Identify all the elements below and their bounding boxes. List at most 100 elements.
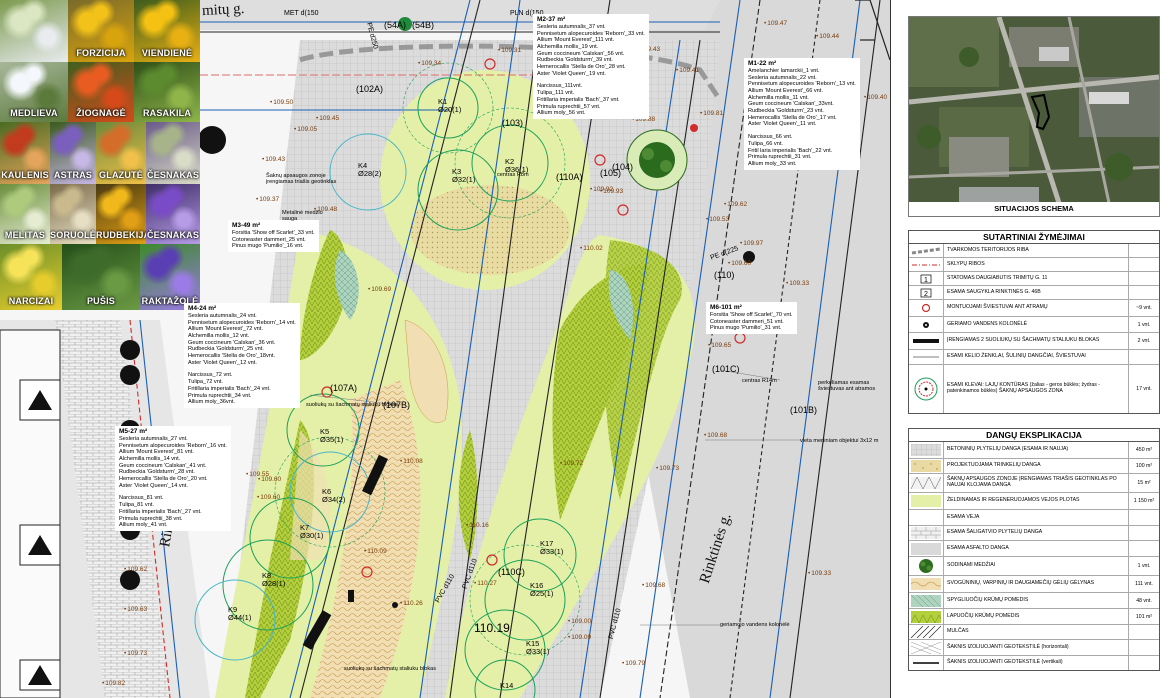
elevation-mark: 109.82 xyxy=(102,680,125,687)
plan-code-label: (107A) xyxy=(330,383,358,393)
plan-code-label: (54A) xyxy=(384,20,407,30)
note-line: Aster 'Violet Queen'_19 vnt. xyxy=(537,70,606,77)
note-line: Aster 'Violet Queen'_11 vnt. xyxy=(748,121,817,128)
note-line: Allium moly_41 vnt. xyxy=(119,522,168,529)
plant-photo-label: PUŠIS xyxy=(86,296,115,306)
plant-photo-tile: RAKTAŽOLĖ xyxy=(140,244,200,310)
legend-row: SODINAMI MEDŽIAI 1 vnt. xyxy=(909,557,1159,576)
brick-icon xyxy=(909,526,944,540)
legend-quantity: 1 vnt. xyxy=(1128,557,1159,575)
svg-text:1: 1 xyxy=(924,277,928,284)
elevation-mark: 110.02 xyxy=(580,245,602,252)
plant-photo-tile: ČESNAKAS xyxy=(146,184,200,244)
elevation-mark: 110.16 xyxy=(466,522,488,529)
tree-id: K3 xyxy=(452,167,462,176)
legend-row: ŽELDINAMAS IR REGENERUOJAMOS VEJOS PLOTA… xyxy=(909,493,1159,510)
note-line: Geum coccineum 'Calskan'_41 vnt. xyxy=(119,462,207,469)
tree-id: K14 xyxy=(500,681,514,690)
plan-code-label: (54B) xyxy=(412,20,435,30)
legend-text: STATOMAS DAUGIABUTIS TRIMITŲ G. 11 xyxy=(947,274,1048,281)
tree-diameter: Ø28(1) xyxy=(262,578,286,588)
elevation-mark: 109.68 xyxy=(704,432,727,439)
plant-photo-label: MEDLIEVA xyxy=(10,108,58,118)
dims xyxy=(309,369,800,626)
legend-quantity: 101 m² xyxy=(1128,609,1159,624)
bench-bar-icon xyxy=(909,333,944,349)
elevation-mark: 109.65 xyxy=(708,342,731,349)
tree-diameter: Ø20(1) xyxy=(438,104,462,114)
legend-text: ESAMI KELIO ŽENKLAI, ŠULINIŲ DANGČIAI, Š… xyxy=(947,353,1086,360)
plant-photo-tile: GLAZUTĖ xyxy=(96,122,146,184)
note-line: Geum coccineum 'Calskan'_33vnt. xyxy=(748,101,834,108)
root-zones xyxy=(274,62,581,656)
plant-photo-label: SORUOLĖ xyxy=(50,230,96,240)
legend-quantity: 100 m² xyxy=(1128,459,1159,473)
legend-quantity xyxy=(1128,510,1159,525)
plant-photo-tile: MEDLIEVA xyxy=(0,62,68,122)
thin-line-icon xyxy=(909,350,944,364)
elevation-mark: 109.60 xyxy=(257,494,280,501)
tree-id: K6 xyxy=(322,487,332,496)
legend-quantity: 111 vnt. xyxy=(1128,576,1159,592)
elevation-mark: 110.08 xyxy=(400,458,422,465)
note-line: Pennisetum alopecuroides 'Reborn'_14 vnt… xyxy=(188,319,296,326)
tree-label: K14 xyxy=(500,682,513,690)
elevation-mark: 109.93 xyxy=(600,188,623,195)
plant-photo-label: GLAZUTĖ xyxy=(99,170,143,180)
situation-map xyxy=(908,16,1160,204)
plant-photo-tile: RUDBEKIJA xyxy=(96,184,146,244)
elevation-mark: 109.37 xyxy=(256,196,279,203)
note-line: Hemerocallis 'Stella de Oro'_28 vnt. xyxy=(537,64,626,71)
note-m4: M4-24 m² Sesleria autumnalis_24 vnt.Penn… xyxy=(184,303,300,408)
legend-row: SKLYPŲ RIBOS xyxy=(909,258,1159,272)
left-sidewalk xyxy=(55,320,170,698)
legend-text: SODINAMI MEDŽIAI xyxy=(947,562,996,569)
callout-object: vieta meniniam objektui 3x12 m xyxy=(800,438,879,444)
legend-quantity xyxy=(1128,272,1159,285)
lawn-icon xyxy=(909,493,944,509)
note-line: Sesleria autumnalis_22 vnt. xyxy=(748,74,817,81)
geotex-v-icon xyxy=(909,656,944,670)
legend-text: ESAMI KLEVAI: LAJŲ KONTŪRAS (žalias - ge… xyxy=(947,382,1100,394)
legend-row: ŠAKNIS IZOLIUOJANTI GEOTEKSTILĖ (vertika… xyxy=(909,656,1159,670)
asphalt-icon xyxy=(909,541,944,556)
legend-row: ĮRENGIAMAS 2 SUOLIUKŲ SU ŠACHMATŲ STALIU… xyxy=(909,333,1159,350)
legend-text: ESAMA VEJA xyxy=(947,513,980,520)
note-line: Sesleria autumnalis_24 vnt. xyxy=(188,312,257,319)
plant-photo-tile: NARCIZAI xyxy=(0,244,62,310)
legend-quantity xyxy=(1128,244,1159,257)
note-line: Alchemilla mollis_14 vnt. xyxy=(119,455,181,462)
note-line: Fritillaria imperialis 'Bach'_27 vnt. xyxy=(119,508,202,515)
note-title: M6-101 m² xyxy=(710,304,742,311)
elevation-mark: 109.60 xyxy=(258,476,281,483)
gravel-icon xyxy=(909,459,944,473)
plan-code-label: (101B) xyxy=(790,405,818,415)
elevation-mark: 109.47 xyxy=(764,20,787,27)
geotex-h-icon xyxy=(909,640,944,655)
note-line: Primula ruprechtii_57 vnt. xyxy=(537,103,601,110)
legend-text: SKLYPŲ RIBOS xyxy=(947,260,985,267)
note-line: Narcissus_81 vnt. xyxy=(119,495,164,502)
tree-id: K5 xyxy=(320,427,330,436)
elevation-mark: 109.62 xyxy=(124,566,147,573)
tree-diameter: Ø25(1) xyxy=(530,588,554,598)
legend-quantity xyxy=(1128,541,1159,556)
plan-code-label: (110C) xyxy=(498,567,525,577)
plant-photo-label: ČESNAKAS xyxy=(146,170,200,180)
legend-row: MONTUOJAMI ŠVIESTUVAI ANT ATRAMŲ~9 vnt. xyxy=(909,300,1159,317)
elevation-mark: 109.63 xyxy=(124,606,147,613)
note-line: Pennisetum alopecuroides 'Reborn'_16 vnt… xyxy=(119,442,227,449)
note-line: Hemerocallis 'Stella de Oro'_18vnt. xyxy=(188,353,276,360)
elevation-mark: 109.97 xyxy=(740,240,763,247)
